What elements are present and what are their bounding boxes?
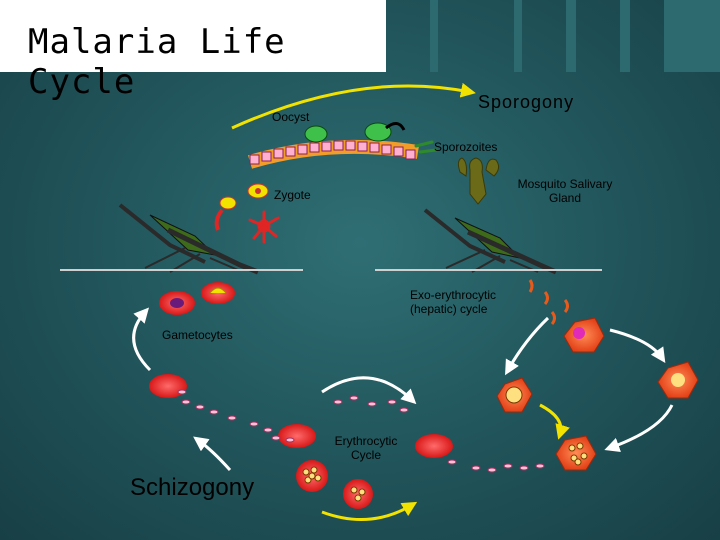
erythrocytic-cells: [149, 374, 453, 509]
title-banner: Malaria Life Cycle: [0, 0, 386, 102]
decor-stripe: [514, 0, 522, 72]
label-exo-erythrocytic: Exo-erythrocytic (hepatic) cycle: [410, 288, 497, 316]
mosquito-left: [118, 203, 259, 275]
hepatic-arrow-1: [505, 316, 550, 376]
erythrocytic-arrow-top: [321, 376, 417, 405]
merozoites: [177, 389, 545, 473]
midgut-wall: [247, 122, 420, 169]
hepatic-arrow-3: [604, 404, 674, 453]
label-mosquito-salivary-gland: Mosquito Salivary Gland: [517, 177, 613, 205]
exflagellating-gamete: [248, 210, 280, 244]
mosquito-right: [423, 208, 558, 275]
label-zygote: Zygote: [274, 188, 311, 202]
liver-cells: [496, 317, 699, 471]
label-sporogony: Sporogony: [478, 92, 575, 112]
sporozoites-injected: [528, 279, 569, 325]
hepatic-arrow-4: [539, 403, 570, 440]
decor-stripe: [620, 0, 630, 72]
ookinete: [214, 196, 237, 231]
decor-stripe: [664, 0, 720, 72]
label-sporozoites: Sporozoites: [434, 140, 498, 154]
erythrocytic-arrow-bottom: [321, 501, 418, 522]
label-gametocytes: Gametocytes: [162, 328, 233, 342]
cycle-arrow-left: [132, 307, 152, 372]
label-schizogony: Schizogony: [130, 474, 255, 501]
label-erythrocytic-cycle: Erythrocytic Cycle: [334, 434, 398, 462]
salivary-gland: [457, 157, 500, 205]
label-oocyst: Oocyst: [272, 110, 310, 124]
sporozoites-cluster: [414, 140, 438, 154]
page-title: Malaria Life Cycle: [28, 22, 286, 102]
decor-stripe: [430, 0, 438, 72]
gametocyte-cells: [159, 282, 235, 315]
decor-stripe: [566, 0, 576, 72]
hepatic-arrow-2: [609, 328, 666, 363]
erythrocytic-arrow-left: [193, 436, 232, 472]
zygote: [247, 183, 269, 199]
sporogony-arrow: [231, 82, 476, 130]
